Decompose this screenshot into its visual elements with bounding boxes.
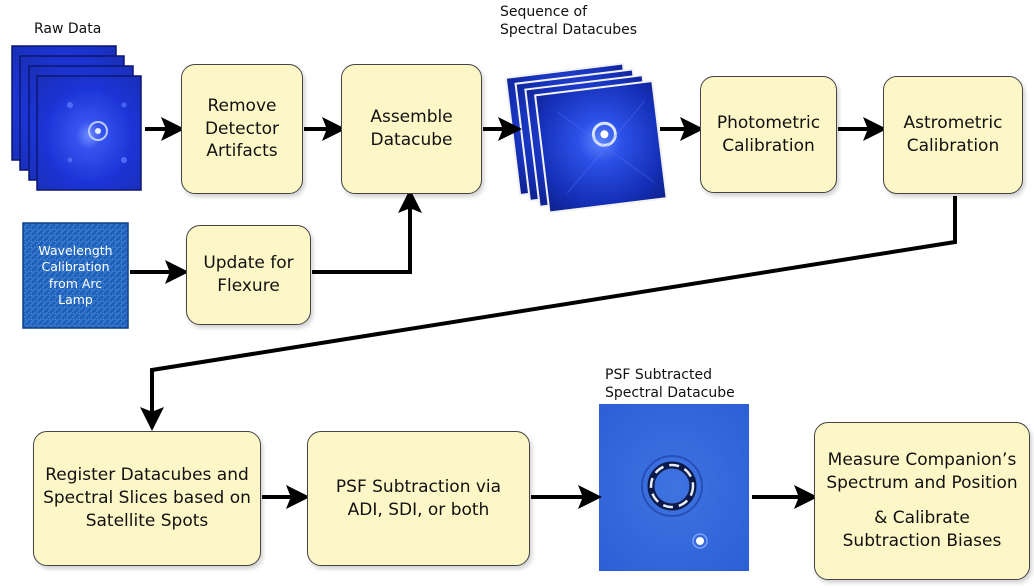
- assemble-datacube-box: Assemble Datacube: [341, 64, 482, 194]
- remove-artifacts-label: Remove Detector Artifacts: [204, 95, 280, 162]
- update-flexure-label: Update for Flexure: [203, 253, 294, 296]
- register-datacubes-box: Register Datacubes and Spectral Slices b…: [33, 431, 261, 566]
- calibrate-biases-label: & Calibrate Subtraction Biases: [842, 508, 1002, 551]
- update-flexure-box: Update for Flexure: [186, 225, 311, 325]
- flow-arrows: [130, 117, 957, 509]
- photometric-calibration-box: Photometric Calibration: [700, 76, 837, 193]
- spectral-datacube-stack: [504, 62, 668, 214]
- arc-lamp-image: [22, 222, 129, 329]
- caption-raw-data: Raw Data: [34, 21, 102, 37]
- measure-companion-label: Measure Companion’s Spectrum and Positio…: [826, 450, 1018, 494]
- astrometric-calibration-box: Astrometric Calibration: [883, 76, 1023, 194]
- psf-subtraction-label: PSF Subtraction via ADI, SDI, or both: [335, 476, 502, 520]
- astrometric-calibration-label: Astrometric Calibration: [903, 113, 1003, 156]
- psf-subtraction-box: PSF Subtraction via ADI, SDI, or both: [307, 431, 530, 566]
- arrow-astrometric-to-register: [140, 196, 957, 431]
- register-datacubes-label: Register Datacubes and Spectral Slices b…: [43, 465, 251, 531]
- caption-sequence: Sequence of Spectral Datacubes: [500, 4, 638, 39]
- assemble-datacube-label: Assemble Datacube: [370, 107, 453, 150]
- measure-companion-box: Measure Companion’s Spectrum and Positio…: [814, 422, 1030, 580]
- psf-subtracted-image: [599, 404, 749, 571]
- raw-data-stack: [11, 45, 142, 191]
- caption-psf-subtracted: PSF Subtracted Spectral Datacube: [605, 367, 735, 402]
- photometric-calibration-label: Photometric Calibration: [716, 112, 821, 156]
- arrow-flexure-to-assemble: [312, 189, 422, 274]
- remove-artifacts-box: Remove Detector Artifacts: [181, 64, 303, 194]
